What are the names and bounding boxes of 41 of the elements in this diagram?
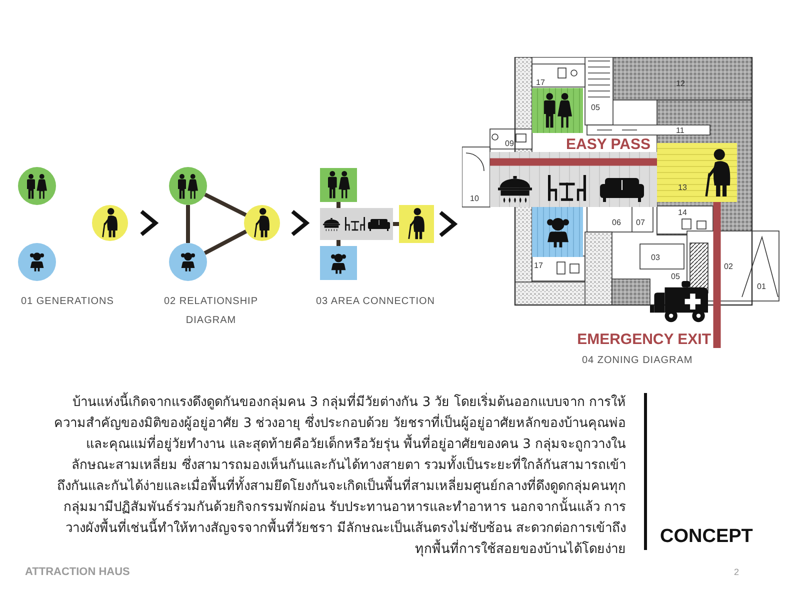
room-number: 12	[676, 79, 685, 88]
description-paragraph: บ้านแห่งนี้เกิดจากแรงดึงดูดกันของกลุ่มคน 3 กลุ่มที่มีวัยต่างกัน 3 วัย โดยเริ่มต้นออกแบบจาก การให้ความสำคัญของมิติของผู้อยู่อาศัย 3 ช่วงอายุ ซึ่งประกอบด้วย วัยชราที่เป็นผู้อยู่อาศัยหลักของบ้านคุณพ่อและคุณแม่ที่อยู่วัยทำงาน และสุดท้ายคือวัยเด็กหรือวัยรุ่น พื้นที่อยู่อาศัยของคน 3 กลุ่มจะถูกวางในลักษณะสามเหลี่ยม ซึ่งสามารถมองเห็นกันและกันได้ทางสายตา รวมทั้งเป็นระยะที่ใกล้กันสามารถเข้าถึงกันและกันได้ง่ายและเมื่อพื้นที่ทั้งสามยึดโยงกันจะเกิดเป็นพื้นที่สามเหลี่ยมศูนย์กลางที่ดึงดูดกลุ่มคนทุกกลุ่มมามีปฏิสัมพันธ์ร่วมกันด้วยกิจกรรมพักผ่อน รับประทานอาหารและทำอาหาร นอกจากนั้นแล้ว การวางผังพื้นที่เช่นนี้ทำให้ทางสัญจรจากพื้นที่วัยชรา มีลักษณะเป็นเส้นตรงไม่ซับซ้อน สะดวกต่อการเข้าถึงทุกพื้นที่การใช้สอยของบ้านได้โดยง่าย	[51, 392, 626, 560]
connector-line	[186, 205, 190, 243]
generation-circle	[169, 167, 207, 205]
diagram-caption: 03 AREA CONNECTION	[316, 295, 436, 309]
diagram-caption: 04 ZONING DIAGRAM	[582, 354, 693, 368]
footer-title: ATTRACTION HAUS	[25, 566, 130, 579]
room-number: 01	[757, 282, 766, 291]
room-number: 13	[678, 183, 687, 192]
room-number: 11	[676, 126, 684, 135]
route-bar	[713, 202, 721, 348]
edge-label: EASY PASS	[566, 137, 650, 152]
zone-highlight	[657, 143, 737, 202]
connector-line	[336, 240, 340, 246]
diagram-caption: 02 RELATIONSHIP DIAGRAM	[162, 295, 259, 328]
generation-circle	[18, 167, 56, 205]
connector-line	[393, 222, 399, 226]
generation-circle	[244, 205, 280, 241]
page-number: 2	[734, 567, 740, 577]
connector-line	[204, 230, 248, 255]
connector-line	[204, 192, 247, 217]
chevron-arrow	[438, 210, 458, 238]
room-number: 09	[505, 139, 514, 148]
section-heading: CONCEPT	[660, 526, 753, 548]
diagram-caption: 01 GENERATIONS	[21, 295, 114, 309]
area-block	[320, 168, 357, 202]
generation-circle	[92, 205, 128, 241]
chevron-arrow	[290, 209, 310, 237]
area-block	[320, 246, 357, 280]
connector-line	[336, 202, 340, 208]
room-number: 05	[591, 103, 600, 112]
generation-circle	[18, 243, 56, 281]
route-bar	[490, 158, 657, 166]
room-number: 02	[724, 262, 733, 271]
area-block	[320, 208, 393, 240]
area-block	[399, 205, 434, 243]
generation-circle	[169, 243, 207, 281]
edge-label: EMERGENCY EXIT	[577, 332, 711, 347]
room-number: 17	[536, 78, 545, 87]
room-number: 10	[470, 194, 479, 203]
chevron-arrow	[138, 209, 158, 237]
